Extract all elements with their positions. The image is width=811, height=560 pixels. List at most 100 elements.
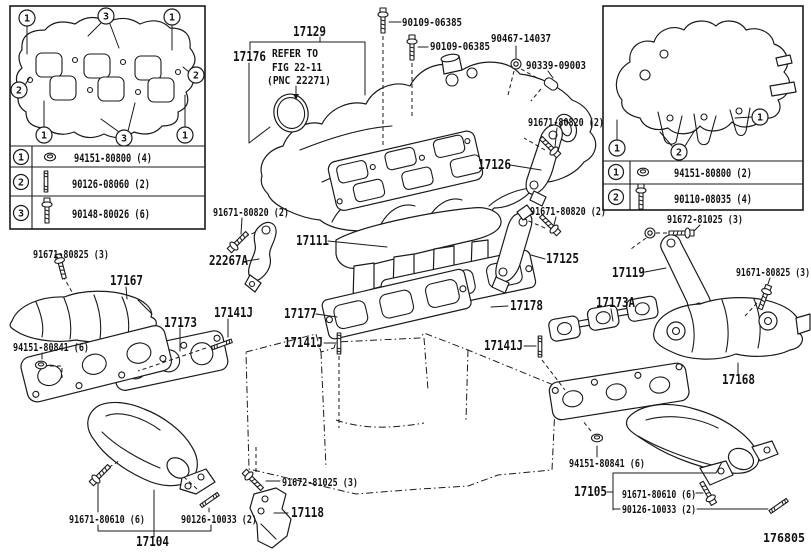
nut-icon [34, 360, 48, 370]
plenum-boss [466, 67, 478, 79]
callout-number: 3 [103, 12, 109, 23]
refer-note-line3: (PNC 22271) [267, 74, 331, 87]
part-label-17141J: 17141J [284, 336, 323, 351]
gasket-17177 [321, 268, 472, 340]
legend-number: 3 [18, 209, 24, 220]
part-label-17173: 17173 [164, 316, 197, 331]
legend-number: 2 [18, 178, 24, 189]
part-label-17119: 17119 [612, 266, 645, 281]
stud-icon [336, 332, 342, 355]
legend-part-number: 94151-80800 (2) [674, 166, 752, 180]
part-label-90109-06385: 90109-06385 [402, 16, 462, 29]
part-label-94151-80841: 94151-80841 (6) [569, 457, 645, 470]
part-label-94151-80841: 94151-80841 (6) [13, 341, 89, 354]
refer-note-line1: REFER TO [272, 47, 318, 60]
legend-part-number: 90126-08060 (2) [72, 177, 150, 191]
nut-icon [636, 167, 650, 177]
inset-right-frame [602, 5, 804, 211]
plenum-boss [445, 73, 459, 87]
part-label-17141J: 17141J [214, 306, 253, 321]
inset-left-legend: 1 2 3 94151-80800 (4) 90126-08060 (2) 90… [12, 148, 152, 224]
engine-block-outline [245, 332, 557, 495]
refer-note-line2: FIG 22-11 [272, 61, 322, 74]
nut-icon [43, 152, 57, 162]
callout-number: 2 [193, 71, 199, 82]
legend-part-number: 90110-08035 (4) [674, 192, 752, 206]
part-label-91671-80820: 91671-80820 (2) [528, 116, 604, 129]
inset-left-panel: 1 3 1 2 2 1 3 1 1 2 3 94151-80800 (4) 90… [9, 5, 206, 230]
callout-number: 1 [182, 131, 188, 142]
part-label-17104: 17104 [136, 535, 169, 550]
inset-left-frame [9, 5, 206, 230]
legend-part-number: 90148-80026 (6) [72, 207, 150, 221]
bolt-icon [41, 197, 53, 224]
part-label-91672-81025: 91672-81025 (3) [282, 476, 358, 489]
part-label-17167: 17167 [110, 274, 143, 289]
part-label-17129: 17129 [293, 25, 326, 40]
part-label-22267A: 22267A [209, 254, 248, 269]
dashed-alignment-lines [50, 36, 758, 490]
exhaust-manifold-17104 [20, 325, 216, 495]
leader-lines [24, 21, 771, 538]
stud-icon [199, 491, 220, 509]
part-label-17176: 17176 [233, 50, 266, 65]
part-label-17125: 17125 [546, 252, 579, 267]
inset-left-callouts: 1 3 1 2 2 1 3 1 [10, 7, 205, 147]
bracket-22267A [244, 221, 277, 293]
callout-number: 1 [41, 131, 47, 142]
callout-number: 1 [169, 13, 175, 24]
part-label-17105: 17105 [574, 485, 607, 500]
part-label-17111: 17111 [296, 234, 329, 249]
inset-right-legend: 1 2 94151-80800 (2) 90110-08035 (4) [607, 163, 752, 210]
part-label-91671-80610: 91671-80610 (6) [622, 488, 696, 501]
part-label-17118: 17118 [291, 506, 324, 521]
legend-number: 2 [613, 193, 619, 204]
grommet-icon [510, 58, 522, 70]
bolt-icon [377, 7, 389, 34]
part-label-91671-80610: 91671-80610 (6) [69, 513, 145, 526]
figure-code: 176805 [763, 530, 805, 545]
callout-number: 1 [614, 144, 620, 155]
part-labels: 17129 17176 REFER TO FIG 22-11 (PNC 2227… [13, 16, 810, 550]
exhaust-right [548, 295, 811, 486]
bolt-icon [240, 467, 267, 494]
legend-number: 1 [18, 153, 24, 164]
callout-number: 2 [676, 148, 682, 159]
inset-right-callouts: 1 2 1 [608, 108, 769, 161]
bolt-icon [406, 34, 418, 61]
part-label-91672-81025: 91672-81025 (3) [667, 213, 743, 226]
legend-part-number: 94151-80800 (4) [74, 151, 152, 165]
part-label-17141J: 17141J [484, 339, 523, 354]
part-label-90126-10033: 90126-10033 (2) [622, 503, 696, 516]
part-label-90126-10033: 90126-10033 (2) [181, 513, 257, 526]
plenum-stub-cap [440, 53, 460, 63]
inset-right-manifold-art [615, 20, 797, 146]
inset-left-dividers [9, 145, 206, 230]
inset-left-gasket-art [15, 16, 196, 139]
heat-shield-17167 [9, 290, 157, 343]
stud-icon [537, 335, 543, 358]
inset-right-dividers [602, 160, 804, 211]
bracket-17126 [525, 124, 563, 207]
callout-number: 1 [24, 14, 30, 25]
callout-number: 3 [121, 134, 127, 145]
part-label-90467-14037: 90467-14037 [491, 32, 551, 45]
part-label-91671-80820: 91671-80820 (2) [213, 206, 289, 219]
part-label-17178: 17178 [510, 299, 543, 314]
stud-icon [43, 170, 49, 193]
part-label-17126: 17126 [478, 158, 511, 173]
part-label-17168: 17168 [722, 373, 755, 388]
bolt-icon [87, 461, 114, 488]
callout-number: 2 [16, 86, 22, 97]
part-label-91671-80825: 91671-80825 (3) [736, 266, 810, 279]
bolt-icon [225, 228, 252, 255]
part-label-17177: 17177 [284, 307, 317, 322]
bolt-icon [635, 183, 647, 210]
part-label-91671-80825: 91671-80825 (3) [33, 248, 109, 261]
refer-arrowhead [293, 94, 299, 100]
part-label-90339-09003: 90339-09003 [526, 59, 586, 72]
inset-right-panel: 1 2 1 1 2 94151-80800 (2) 90110-08035 (4… [602, 5, 804, 211]
grommet-icon [644, 227, 656, 239]
